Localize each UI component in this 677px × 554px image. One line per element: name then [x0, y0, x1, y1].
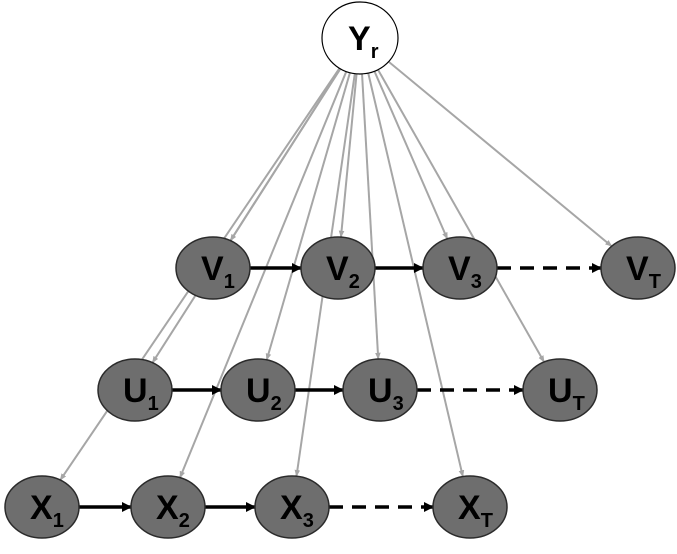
node-label-sub: r: [371, 41, 379, 63]
node-shape: [175, 236, 251, 300]
node-label-sub: 2: [271, 393, 282, 415]
node-X3: X3: [254, 475, 330, 539]
node-label-main: U: [246, 372, 271, 410]
node-label: Yr: [348, 20, 379, 63]
node-label-main: V: [201, 250, 224, 288]
node-shape: [522, 358, 598, 422]
node-label-sub: T: [573, 393, 585, 415]
node-label: XT: [458, 489, 493, 532]
node-Y: Yr: [321, 1, 399, 75]
black-edges: [79, 263, 602, 512]
node-label-sub: 1: [224, 271, 235, 293]
node-shape: [254, 475, 330, 539]
edge-Y-UT: [369, 56, 545, 363]
node-shape: [432, 475, 508, 539]
node-label: VT: [626, 250, 661, 293]
node-label: V3: [448, 250, 482, 293]
node-shape: [97, 358, 173, 422]
node-label-main: V: [448, 250, 471, 288]
edge-Y-U1: [151, 54, 350, 364]
node-label-main: V: [626, 250, 649, 288]
node-shape: [600, 236, 676, 300]
node-label-sub: 3: [471, 271, 482, 293]
node-label-main: X: [280, 489, 303, 527]
node-label-sub: T: [481, 510, 493, 532]
node-label-main: U: [123, 372, 148, 410]
node-U2: U2: [220, 358, 296, 422]
node-label-sub: 3: [393, 393, 404, 415]
node-shape: [4, 475, 80, 539]
node-label-sub: 3: [303, 510, 314, 532]
node-shape: [342, 358, 418, 422]
node-label: X3: [280, 489, 314, 532]
node-shape: [220, 358, 296, 422]
node-label-sub: 2: [179, 510, 190, 532]
node-shape: [321, 1, 399, 75]
node-label: UT: [548, 372, 585, 415]
node-VT: VT: [600, 236, 676, 300]
node-label-main: Y: [348, 20, 371, 58]
edge-Y-U3: [360, 70, 381, 360]
node-shape: [130, 475, 206, 539]
node-label: U3: [368, 372, 404, 415]
node-label: V1: [201, 250, 235, 293]
node-label-sub: T: [649, 271, 661, 293]
edge-Y-U2: [265, 64, 354, 361]
node-label: X2: [156, 489, 190, 532]
node-label-main: X: [156, 489, 179, 527]
node-UT: UT: [522, 358, 598, 422]
node-label-sub: 1: [53, 510, 64, 532]
node-U1: U1: [97, 358, 173, 422]
edge-Y-VT: [371, 47, 613, 247]
node-label-main: U: [368, 372, 393, 410]
node-label-main: V: [326, 250, 349, 288]
node-U3: U3: [342, 358, 418, 422]
node-X2: X2: [130, 475, 206, 539]
edge-Y-V3: [368, 59, 449, 240]
node-label-sub: 2: [349, 271, 360, 293]
node-V3: V3: [422, 236, 498, 300]
node-X1: X1: [4, 475, 80, 539]
node-V1: V1: [175, 236, 251, 300]
node-label-main: X: [458, 489, 481, 527]
node-label: X1: [30, 489, 64, 532]
node-label: U2: [246, 372, 282, 415]
node-XT: XT: [432, 475, 508, 539]
node-label: V2: [326, 250, 360, 293]
node-label-sub: 1: [148, 393, 159, 415]
node-label-main: X: [30, 489, 53, 527]
node-V2: V2: [300, 236, 376, 300]
node-label: U1: [123, 372, 159, 415]
node-label-main: U: [548, 372, 573, 410]
node-shape: [300, 236, 376, 300]
node-shape: [422, 236, 498, 300]
edge-Y-V2: [338, 69, 358, 238]
